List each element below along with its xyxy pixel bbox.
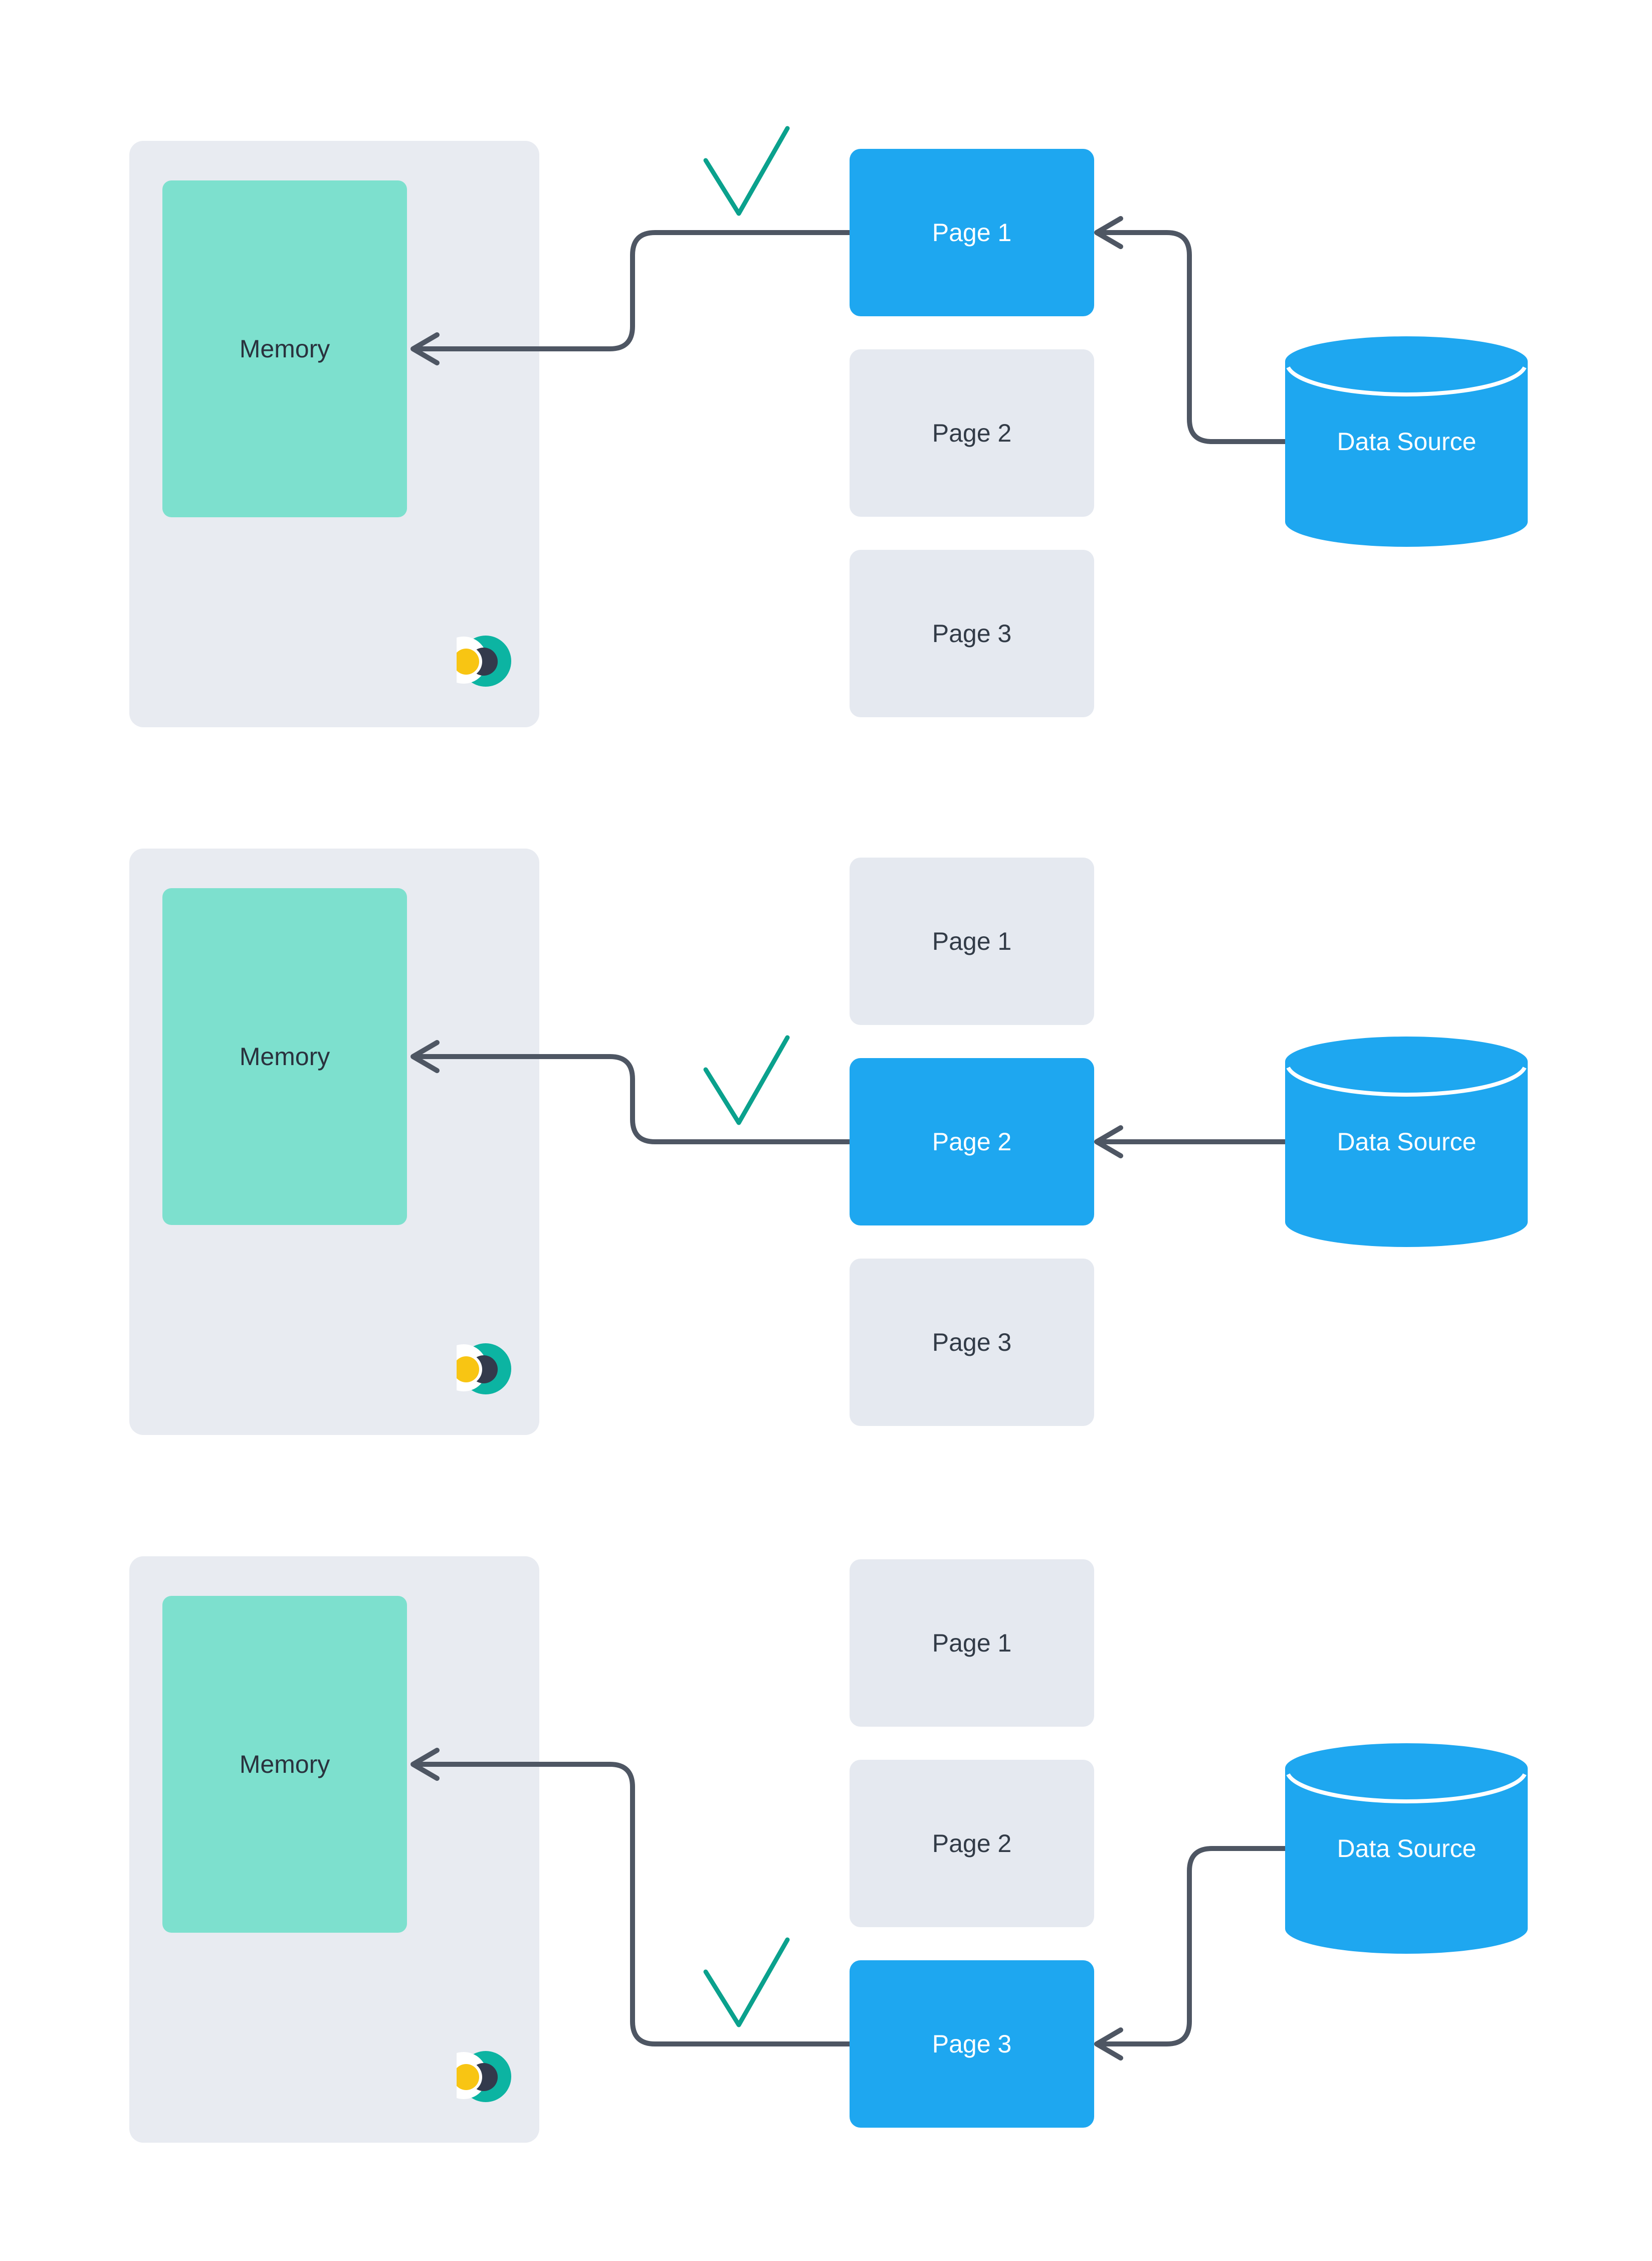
arrow-left-icon [1094, 2027, 1123, 2061]
brand-logo-icon [457, 636, 511, 687]
data-source-label: Data Source [1337, 428, 1477, 456]
memory-box: Memory [162, 1596, 407, 1933]
page-box-3: Page 3 [850, 1259, 1094, 1426]
page-label: Page 3 [932, 2030, 1012, 2058]
data-source-label: Data Source [1337, 1128, 1477, 1156]
page-box-2: Page 2 [850, 1058, 1094, 1225]
page-label: Page 1 [932, 1629, 1012, 1657]
page-box-2: Page 2 [850, 349, 1094, 517]
memory-label: Memory [239, 1043, 330, 1071]
arrow-left-icon [410, 1040, 440, 1073]
database-cylinder-icon [1285, 1037, 1528, 1247]
page-label: Page 3 [932, 620, 1012, 648]
page-box-1: Page 1 [850, 1559, 1094, 1727]
arrow-left-icon [1094, 1125, 1123, 1158]
memory-box: Memory [162, 180, 407, 517]
page-box-3: Page 3 [850, 550, 1094, 717]
page-box-2: Page 2 [850, 1760, 1094, 1927]
arrow-left-icon [410, 1748, 440, 1781]
arrow-left-icon [410, 332, 440, 365]
check-icon [703, 1937, 790, 2027]
check-icon [703, 126, 790, 216]
database-cylinder-icon [1285, 1743, 1528, 1954]
arrow-datasource-to-page1 [1097, 230, 1285, 444]
brand-logo-icon [457, 2051, 511, 2102]
database-cylinder-icon [1285, 336, 1528, 547]
page-label: Page 2 [932, 1128, 1012, 1156]
arrow-page1-to-memory [413, 230, 850, 351]
memory-label: Memory [239, 1750, 330, 1778]
check-icon [703, 1035, 790, 1125]
arrow-page2-to-memory [413, 1054, 850, 1144]
page-label: Page 3 [932, 1328, 1012, 1356]
arrow-left-icon [1094, 216, 1123, 249]
data-source-label: Data Source [1337, 1834, 1477, 1863]
page-box-3: Page 3 [850, 1960, 1094, 2128]
memory-label: Memory [239, 335, 330, 363]
arrow-page3-to-memory [413, 1762, 850, 2046]
page-label: Page 1 [932, 927, 1012, 955]
arrow-datasource-to-page3 [1097, 1846, 1285, 2046]
page-label: Page 1 [932, 219, 1012, 247]
brand-logo-icon [457, 1343, 511, 1394]
page-label: Page 2 [932, 419, 1012, 447]
page-box-1: Page 1 [850, 858, 1094, 1025]
page-label: Page 2 [932, 1829, 1012, 1858]
memory-box: Memory [162, 888, 407, 1225]
page-box-1: Page 1 [850, 149, 1094, 316]
